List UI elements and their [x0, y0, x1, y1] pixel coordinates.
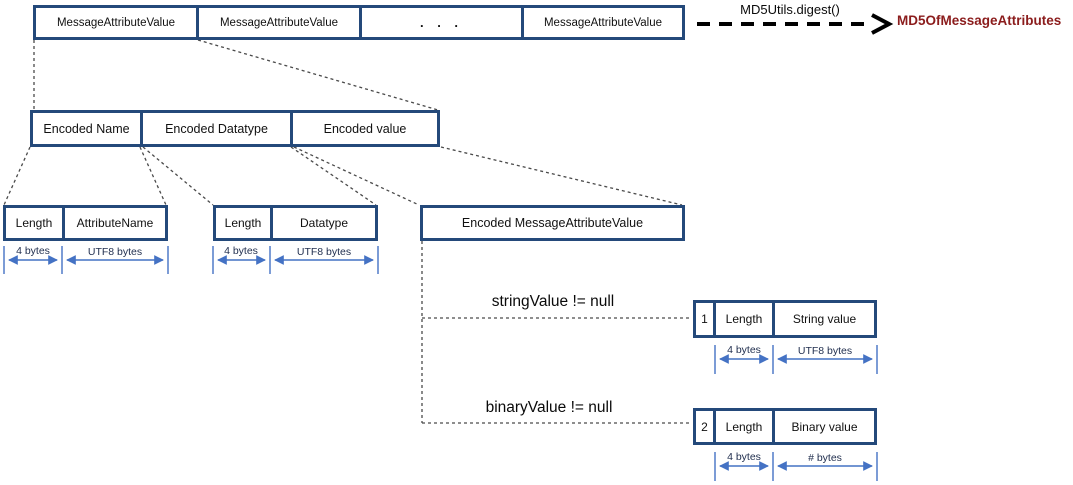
- name-length-bytes-label: 4 bytes: [16, 245, 50, 257]
- datatype-length-box: Length: [213, 205, 273, 241]
- binary-value-box: Binary value: [772, 408, 877, 445]
- name-length-box: Length: [3, 205, 65, 241]
- measure-arrows-binary: [714, 452, 878, 481]
- encoded-name-box: Encoded Name: [30, 110, 143, 147]
- ellipsis-box: . . .: [359, 5, 524, 40]
- encoded-message-attribute-value-box: Encoded MessageAttributeValue: [420, 205, 685, 241]
- datatype-box: Datatype: [270, 205, 378, 241]
- dotted-connectors: [3, 39, 692, 424]
- message-attribute-value-box-n: MessageAttributeValue: [521, 5, 685, 40]
- encoded-value-box: Encoded value: [290, 110, 440, 147]
- measure-arrows-string: [714, 345, 878, 374]
- digest-function-label: MD5Utils.digest(): [740, 2, 840, 17]
- message-attribute-value-box-1: MessageAttributeValue: [33, 5, 199, 40]
- measure-arrows-name: [3, 246, 169, 274]
- binary-length-box: Length: [713, 408, 775, 445]
- datatype-utf8-bytes-label: UTF8 bytes: [296, 246, 352, 258]
- measure-arrows-datatype: [212, 246, 379, 274]
- datatype-length-bytes-label: 4 bytes: [224, 245, 258, 257]
- md5-result-label: MD5OfMessageAttributes: [897, 13, 1062, 28]
- attribute-name-box: AttributeName: [62, 205, 168, 241]
- digest-arrow-icon: [697, 13, 894, 35]
- string-length-box: Length: [713, 300, 775, 338]
- string-utf8-bytes-label: UTF8 bytes: [797, 345, 853, 357]
- binary-value-condition-label: binaryValue != null: [485, 399, 613, 416]
- encoded-datatype-box: Encoded Datatype: [140, 110, 293, 147]
- binary-num-bytes-label: # bytes: [808, 452, 842, 464]
- string-value-condition-label: stringValue != null: [491, 293, 615, 310]
- string-value-box: String value: [772, 300, 877, 338]
- binary-length-bytes-label: 4 bytes: [727, 451, 761, 463]
- string-length-bytes-label: 4 bytes: [727, 344, 761, 356]
- name-utf8-bytes-label: UTF8 bytes: [87, 246, 143, 258]
- message-attribute-value-box-2: MessageAttributeValue: [196, 5, 362, 40]
